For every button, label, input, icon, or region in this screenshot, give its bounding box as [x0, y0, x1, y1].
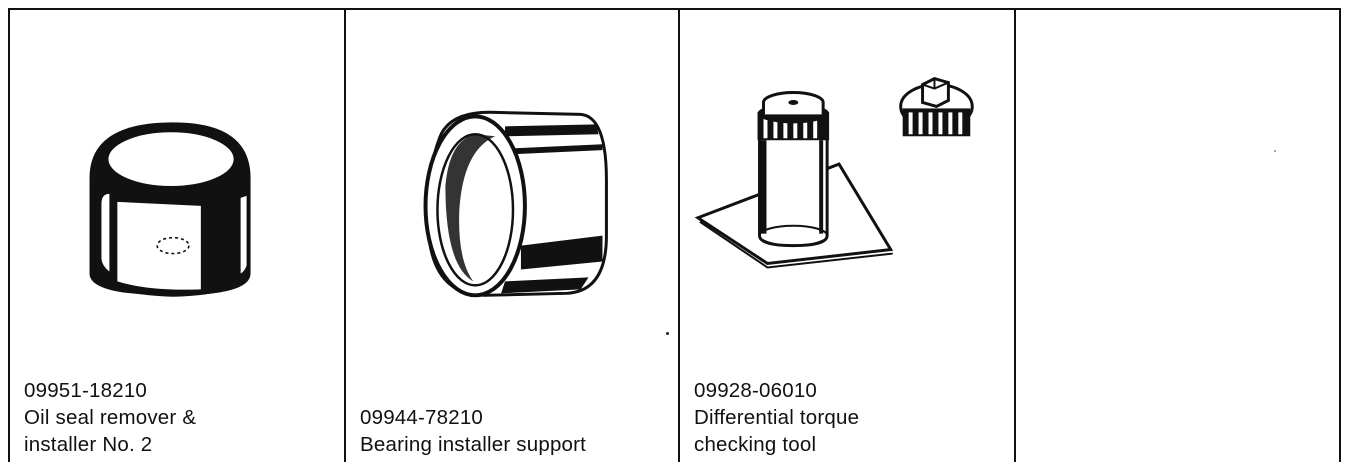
tool-caption: 09928-06010 Differential torque checking… [694, 377, 859, 458]
tool-cell-empty [1016, 10, 1339, 462]
tool-name-line-2: checking tool [694, 433, 817, 456]
differential-torque-checking-tool-illustration [694, 77, 974, 269]
oil-seal-remover-illustration [89, 122, 251, 297]
tool-name-line-2: installer No. 2 [24, 433, 153, 456]
tool-name-line-1: Differential torque [694, 406, 860, 429]
part-number: 09951-18210 [24, 379, 148, 402]
tool-cell-oil-seal-remover: 09951-18210 Oil seal remover & installer… [10, 10, 346, 462]
tool-cell-bearing-installer-support: 09944-78210 Bearing installer support [346, 10, 680, 462]
part-number: 09944-78210 [360, 406, 484, 429]
print-speck [666, 332, 669, 335]
part-number: 09928-06010 [694, 379, 818, 402]
bearing-installer-support-illustration [423, 110, 608, 298]
print-speck [1274, 150, 1276, 152]
tool-cell-differential-torque-checking-tool: 09928-06010 Differential torque checking… [680, 10, 1016, 462]
tool-name-line-1: Oil seal remover & [24, 406, 197, 429]
special-tools-table: 09951-18210 Oil seal remover & installer… [8, 8, 1341, 462]
tool-caption: 09944-78210 Bearing installer support [360, 404, 586, 458]
tool-caption: 09951-18210 Oil seal remover & installer… [24, 377, 196, 458]
tool-name-line-1: Bearing installer support [360, 433, 587, 456]
